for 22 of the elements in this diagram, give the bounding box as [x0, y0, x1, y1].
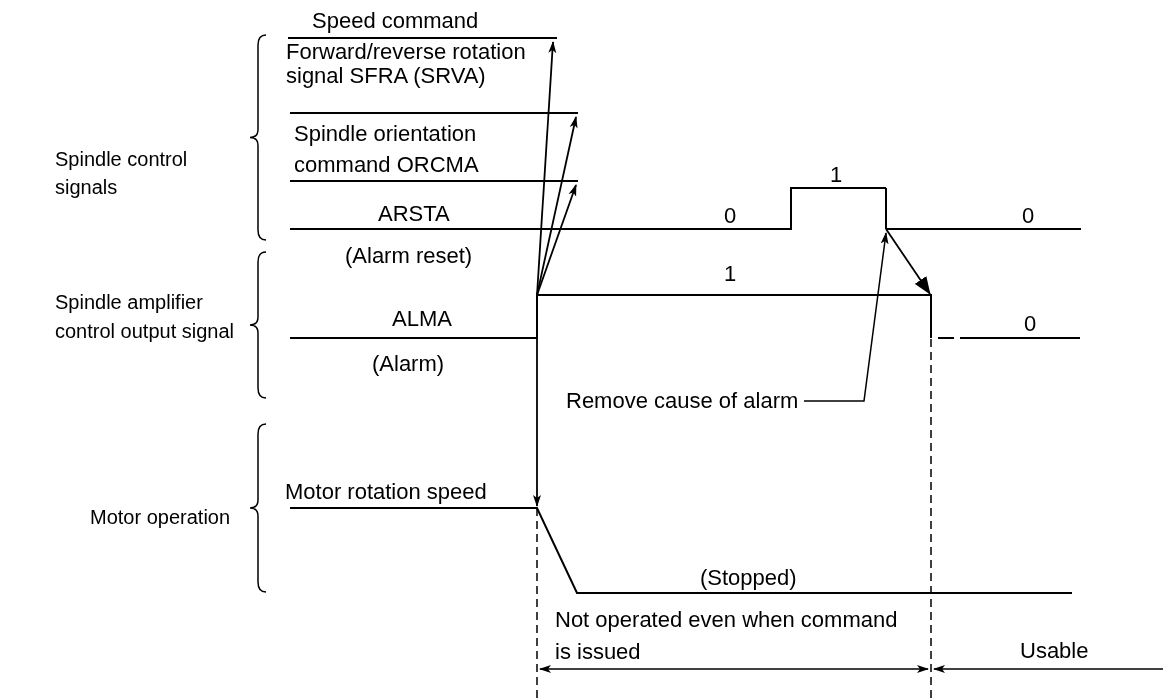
level-value: 1: [830, 163, 843, 187]
group-label: Spindle control signals: [55, 147, 189, 200]
group-label: Spindle amplifier control output signal: [55, 290, 235, 344]
state-note: (Stopped): [700, 566, 797, 590]
signal-name: ALMA: [392, 307, 452, 331]
signal-name: (Alarm reset): [345, 244, 473, 268]
signal-name: Motor rotation speed: [285, 480, 487, 504]
level-value: 0: [1022, 204, 1035, 228]
interval-note: Usable: [1020, 639, 1089, 663]
callout-text: Remove cause of alarm: [566, 389, 799, 413]
signal-name: Forward/reverse rotation signal SFRA (SRVA): [286, 40, 527, 88]
level-value: 0: [1024, 312, 1037, 336]
leader-line: [803, 232, 889, 402]
level-value: 0: [724, 204, 737, 228]
signal-name: ARSTA: [378, 202, 450, 226]
signal-name: Speed command: [312, 9, 479, 33]
level-value: 1: [724, 262, 737, 286]
signal-name: (Alarm): [372, 352, 445, 376]
signal-name: Spindle orientation command ORCMA: [294, 120, 480, 179]
interval-note: Not operated even when command is issued: [555, 606, 899, 666]
signal-edge: [885, 187, 887, 230]
group-label: Motor operation: [90, 505, 231, 529]
